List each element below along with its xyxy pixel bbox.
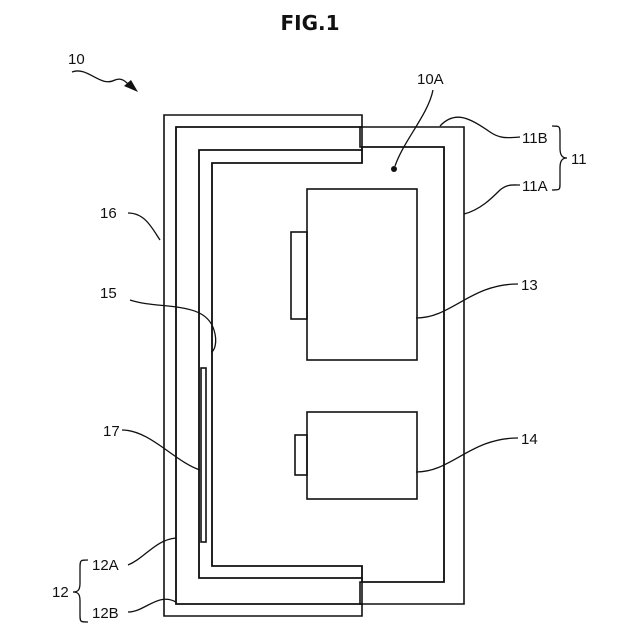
interior-point — [391, 166, 397, 172]
leader-14 — [416, 438, 518, 472]
leader-13 — [416, 284, 518, 318]
wall-layer-12A — [176, 127, 362, 604]
label-11B: 11B — [522, 130, 548, 147]
label-10A: 10A — [417, 71, 444, 88]
leader-15 — [130, 300, 216, 352]
interior-cavity — [212, 147, 444, 582]
component-13-tab — [291, 232, 307, 319]
housing-11 — [360, 127, 464, 604]
label-14: 14 — [521, 431, 538, 448]
label-10: 10 — [68, 51, 85, 68]
label-13: 13 — [521, 277, 538, 294]
figure-title: FIG.1 — [280, 11, 339, 35]
component-14-tab — [295, 435, 307, 475]
label-11: 11 — [571, 151, 587, 168]
leader-12B — [128, 599, 176, 612]
label-12A: 12A — [92, 557, 119, 574]
label-11A: 11A — [522, 178, 548, 195]
label-12B: 12B — [92, 605, 119, 622]
outer-layer-12B — [164, 115, 362, 616]
label-17: 17 — [103, 423, 120, 440]
component-14 — [307, 412, 417, 499]
leader-17 — [122, 430, 200, 470]
label-15: 15 — [100, 285, 117, 302]
leader-16 — [128, 213, 160, 240]
leader-10A — [395, 90, 433, 166]
brace-12 — [73, 560, 88, 622]
strip-17 — [201, 368, 206, 542]
component-13 — [307, 189, 417, 360]
label-16: 16 — [100, 205, 117, 222]
inner-layer-15 — [199, 150, 362, 578]
leader-12A — [128, 538, 176, 565]
brace-11 — [552, 126, 567, 190]
leader-10 — [72, 71, 130, 86]
label-12: 12 — [52, 584, 69, 601]
leader-11A — [464, 185, 520, 214]
